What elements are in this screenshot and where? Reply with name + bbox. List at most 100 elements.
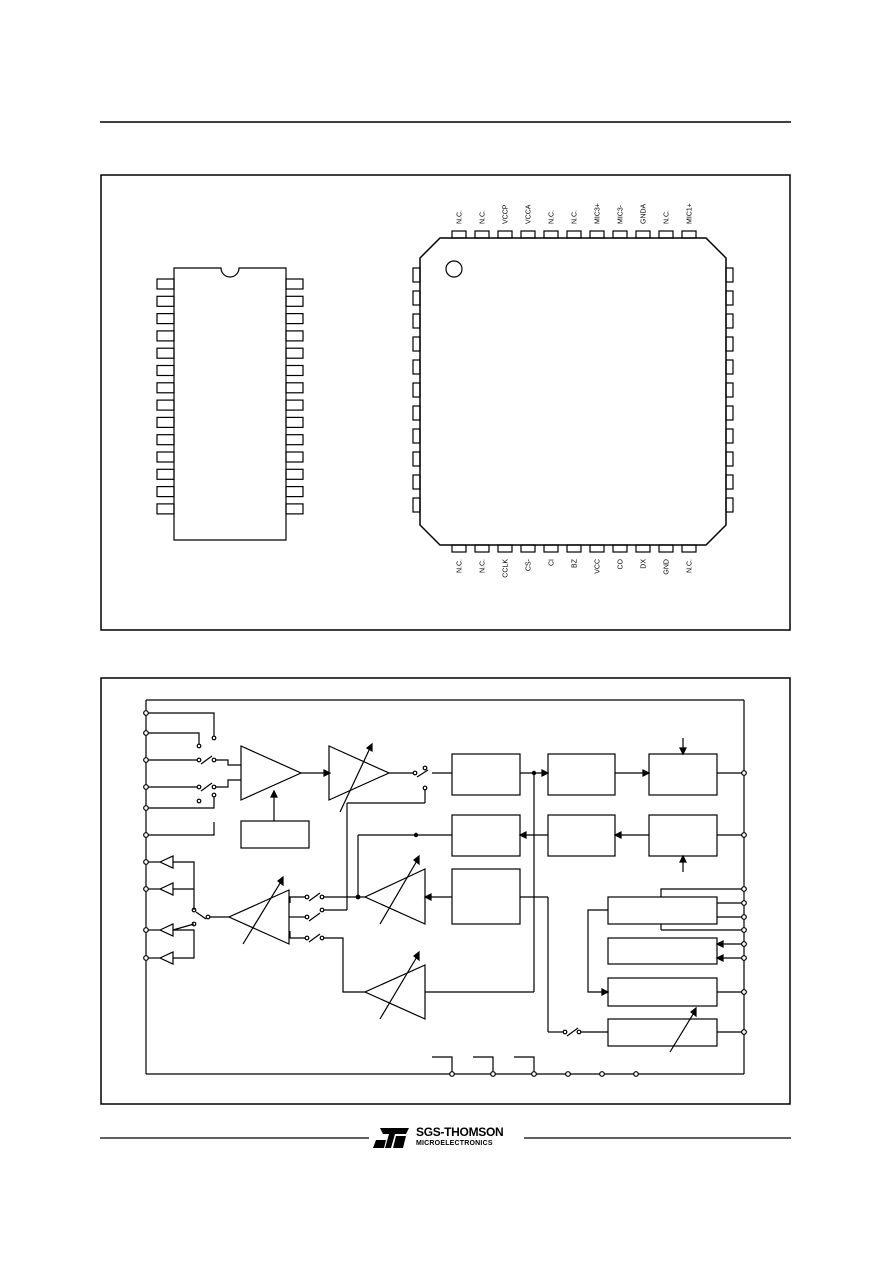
dip-pin	[156, 278, 175, 290]
dip-pins-left	[156, 278, 175, 515]
plcc-bottom-pin-label: N.C.	[687, 559, 694, 573]
pin-node	[143, 927, 149, 933]
plcc-pin	[412, 336, 421, 352]
plcc-pin	[635, 230, 651, 239]
dip-pin	[285, 434, 304, 446]
serial-interface-block	[607, 937, 718, 965]
st-logo-mark	[373, 1128, 409, 1148]
dip-pin	[156, 468, 175, 480]
pin-node	[143, 805, 149, 811]
tx-register-block	[648, 753, 718, 796]
plcc-pin	[725, 359, 734, 375]
plcc-pin	[412, 497, 421, 513]
dip-pin	[156, 313, 175, 325]
dip-pin	[156, 399, 175, 411]
plcc-pin	[658, 544, 674, 553]
plcc-pin	[412, 313, 421, 329]
pin-node	[143, 955, 149, 961]
dip-body	[173, 267, 287, 541]
dip-pin	[156, 364, 175, 377]
mic-preamp	[240, 745, 303, 801]
plcc-body	[419, 237, 727, 546]
output-buffer	[158, 882, 174, 896]
plcc-top-pin-label: MIC3-	[618, 204, 625, 224]
dip-pin	[156, 503, 175, 515]
dip-pin	[285, 330, 304, 342]
loudspeaker-amp	[363, 964, 426, 1020]
plcc-top-pin-label: GNDA	[641, 203, 648, 224]
pin-node	[143, 710, 149, 716]
preamp-control-block	[240, 820, 310, 849]
dip-pin	[285, 486, 304, 498]
dip-pin	[156, 330, 175, 342]
rx-register-block	[648, 814, 718, 857]
plcc-bottom-pin-label: BZ	[572, 558, 579, 568]
plcc-bottom-pin-label: DX	[641, 559, 648, 569]
pin-node	[143, 832, 149, 838]
plcc-pin	[725, 474, 734, 490]
dip-pin	[156, 434, 175, 446]
plcc-pin	[725, 267, 734, 283]
plcc-pin	[658, 230, 674, 239]
variable-gain-amp	[328, 745, 391, 801]
dip-pin	[285, 313, 304, 325]
plcc-pin	[725, 405, 734, 421]
plcc-bottom-pin-label: CCLK	[503, 559, 510, 578]
plcc-pin	[474, 544, 490, 553]
plcc-pin	[412, 359, 421, 375]
dip-pin	[156, 295, 175, 307]
dip-pin	[285, 451, 304, 463]
plcc-bottom-pin-label: N.C.	[480, 559, 487, 573]
adc-block	[451, 753, 521, 796]
plcc-top-pin-label: N.C.	[480, 210, 487, 224]
plcc-pin	[589, 230, 605, 239]
plcc-top-pin-label: MIC1+	[687, 203, 694, 224]
dip-pin	[285, 503, 304, 515]
buzzer-block	[607, 977, 718, 1007]
output-buffer	[158, 951, 174, 965]
earpiece-amp	[363, 868, 426, 925]
plcc-pin	[497, 230, 513, 239]
dip-pin	[285, 278, 304, 290]
encoder-block	[547, 753, 616, 796]
dip-pin	[156, 382, 175, 394]
plcc-pin	[412, 474, 421, 490]
plcc-pin	[566, 544, 582, 553]
plcc-pins-top	[451, 230, 697, 239]
plcc-top-pin-label: MIC3+	[595, 203, 602, 224]
pin-node	[143, 784, 149, 790]
plcc-pin	[520, 544, 536, 553]
pin-node	[143, 886, 149, 892]
dip-pin	[156, 416, 175, 428]
plcc-pin	[451, 230, 467, 239]
decoder-block	[547, 814, 616, 857]
plcc-pin	[474, 230, 490, 239]
plcc-top-pin-label: N.C.	[572, 210, 579, 224]
pin-connection-frame	[100, 174, 791, 631]
plcc-pin	[725, 290, 734, 306]
plcc-top-pin-label: VCCP	[503, 204, 510, 224]
plcc-pin	[681, 230, 697, 239]
tone-generator-block	[451, 868, 521, 925]
plcc-pin	[412, 428, 421, 444]
dip-pin	[156, 347, 175, 359]
plcc-pins-left	[412, 267, 421, 513]
volume-control-block	[607, 1018, 718, 1047]
plcc-pin	[412, 451, 421, 467]
output-buffer	[158, 923, 174, 937]
plcc-pin	[612, 230, 628, 239]
dip-pin	[285, 416, 304, 428]
dip-pin	[285, 295, 304, 307]
output-buffer	[158, 855, 174, 869]
plcc-pin	[725, 336, 734, 352]
dip-package	[156, 267, 304, 541]
plcc-bottom-pin-label: CO	[618, 558, 625, 569]
sidetone-amp	[227, 889, 290, 945]
plcc-top-pin-label: N.C.	[549, 210, 556, 224]
plcc-pin	[725, 428, 734, 444]
plcc-pin	[412, 405, 421, 421]
